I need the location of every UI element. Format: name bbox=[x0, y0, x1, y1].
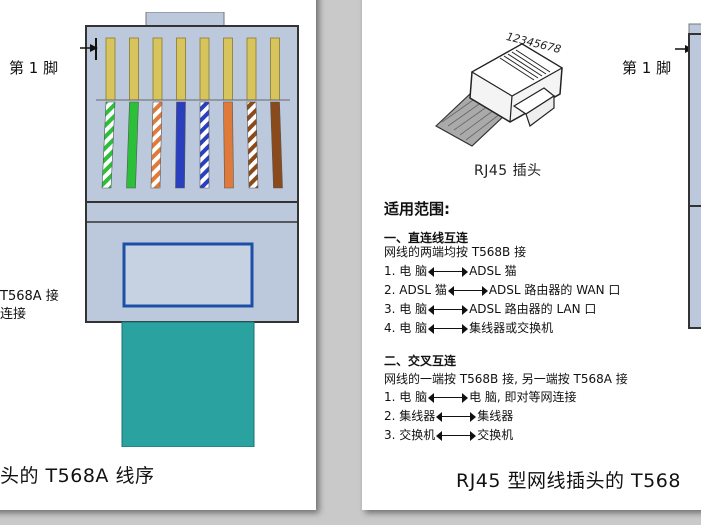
double-arrow-icon bbox=[428, 304, 469, 315]
list-item-left: 电 脑 bbox=[399, 264, 428, 278]
list-item-number: 1. bbox=[384, 264, 400, 278]
right-caption: RJ45 型网线插头的 T568 bbox=[456, 470, 681, 492]
section1-title: 一、直连线互连 bbox=[384, 231, 469, 245]
left-caption: 头的 T568A 线序 bbox=[0, 465, 155, 487]
double-arrow-icon bbox=[428, 392, 469, 403]
list-item-left: 电 脑 bbox=[399, 302, 428, 316]
wire-brown bbox=[270, 101, 283, 189]
right-pin1-label: 第 1 脚 bbox=[622, 59, 672, 77]
wire-blue bbox=[175, 101, 186, 189]
list-item-right: 交换机 bbox=[477, 428, 514, 442]
list-item-right: ADSL 路由器的 WAN 口 bbox=[488, 283, 621, 297]
list-item: 1. 电 脑 电 脑, 即对等网连接 bbox=[384, 388, 577, 407]
double-arrow-icon bbox=[436, 411, 477, 422]
list-item-right: ADSL 猫 bbox=[469, 264, 517, 278]
rj45-plug-icon bbox=[430, 22, 580, 147]
pin-contact bbox=[129, 37, 139, 101]
double-arrow-icon bbox=[436, 430, 477, 441]
list-item-left: 集线器 bbox=[399, 409, 436, 423]
list-item-left: ADSL 猫 bbox=[399, 283, 447, 297]
double-arrow-icon bbox=[447, 285, 488, 296]
wire-orange bbox=[223, 101, 234, 189]
list-item: 2. ADSL 猫 ADSL 路由器的 WAN 口 bbox=[384, 281, 620, 300]
pin-contact bbox=[246, 37, 257, 101]
left-pin1-label: 第 1 脚 bbox=[9, 59, 59, 77]
wire-white-blue bbox=[199, 101, 210, 189]
section2-title: 二、交叉互连 bbox=[384, 354, 457, 368]
pin-contact bbox=[152, 37, 163, 101]
list-item-number: 3. bbox=[384, 428, 400, 442]
list-item: 3. 交换机 交换机 bbox=[384, 426, 577, 445]
wire-green bbox=[126, 101, 139, 189]
list-item-number: 3. bbox=[384, 302, 400, 316]
section1-desc: 网线的两端均按 T568B 接 bbox=[384, 245, 527, 259]
left-note-line1: T568A 接 bbox=[0, 289, 59, 304]
list-item-left: 交换机 bbox=[399, 428, 436, 442]
list-item: 3. 电 脑 ADSL 路由器的 LAN 口 bbox=[384, 300, 620, 319]
t568a-plug-diagram bbox=[80, 12, 305, 447]
list-item-left: 电 脑 bbox=[399, 390, 428, 404]
list-item: 2. 集线器 集线器 bbox=[384, 407, 577, 426]
pin-contact bbox=[199, 37, 210, 101]
wire-white-brown bbox=[246, 101, 259, 189]
list-item-right: ADSL 路由器的 LAN 口 bbox=[469, 302, 597, 316]
pin-contact bbox=[176, 37, 186, 101]
list-item: 4. 电 脑 集线器或交换机 bbox=[384, 319, 620, 338]
list-item-right: 电 脑, 即对等网连接 bbox=[469, 390, 577, 404]
list-item-number: 2. bbox=[384, 283, 400, 297]
pin-contact bbox=[105, 37, 116, 101]
pin-contact bbox=[223, 37, 233, 101]
double-arrow-icon bbox=[428, 323, 469, 334]
pin-contact bbox=[270, 37, 280, 101]
list-item-number: 2. bbox=[384, 409, 400, 423]
section2-desc: 网线的一端按 T568B 接, 另一端按 T568A 接 bbox=[384, 372, 628, 386]
left-note-line2: 连接 bbox=[0, 307, 27, 322]
wire-white-orange bbox=[150, 101, 163, 189]
list-item-left: 电 脑 bbox=[399, 321, 428, 335]
scope-title: 适用范围: bbox=[384, 200, 450, 218]
list-item-right: 集线器或交换机 bbox=[469, 321, 554, 335]
rj45-plug-label: RJ45 插头 bbox=[474, 163, 542, 179]
list-item-right: 集线器 bbox=[477, 409, 514, 423]
list-item-number: 4. bbox=[384, 321, 400, 335]
right-plug-partial bbox=[675, 14, 701, 458]
double-arrow-icon bbox=[428, 266, 469, 277]
wire-white-green bbox=[101, 101, 116, 189]
section2-list: 1. 电 脑 电 脑, 即对等网连接 2. 集线器 集线器 3. 交换机 交换机 bbox=[384, 388, 577, 445]
list-item-number: 1. bbox=[384, 390, 400, 404]
list-item: 1. 电 脑 ADSL 猫 bbox=[384, 262, 620, 281]
